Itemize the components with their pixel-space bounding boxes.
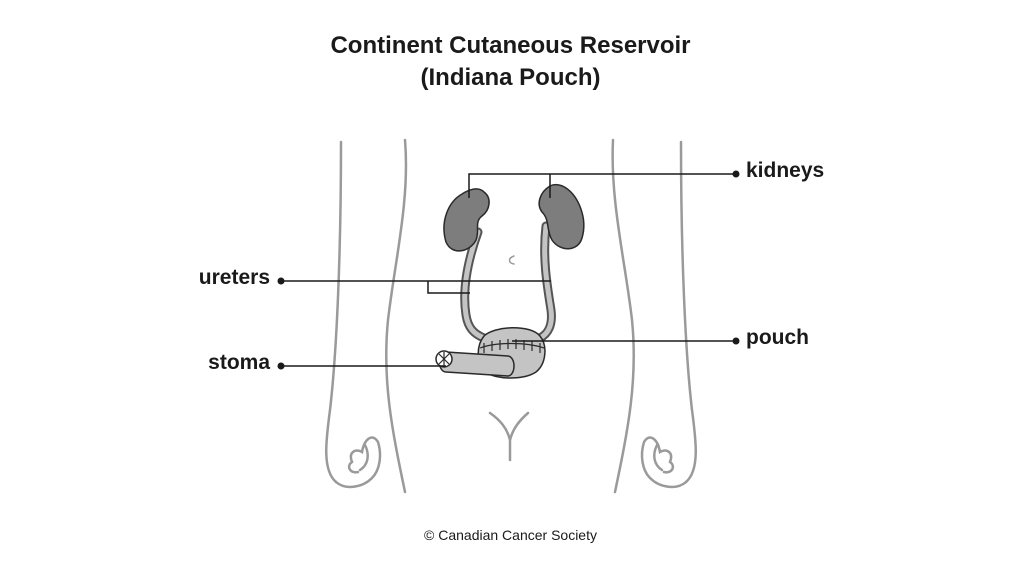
kidneys-leader: [468, 173, 736, 198]
kidneys-leader-dot: [732, 170, 740, 178]
right-arm-outer: [679, 140, 698, 484]
pouch-and-stoma: [435, 327, 546, 379]
right-hand: [640, 436, 688, 489]
suture-line: [479, 342, 545, 349]
left-kidney: [443, 188, 490, 252]
label-stoma: stoma: [208, 351, 270, 374]
label-ureters: ureters: [198, 266, 270, 289]
leader-lines: [281, 173, 736, 367]
label-kidneys: kidneys: [746, 159, 825, 182]
left-arm-outer: [324, 140, 343, 484]
body-outline: [324, 138, 698, 494]
ureters-leader-dot: [277, 277, 285, 285]
diagram-title-line1: Continent Cutaneous Reservoir: [330, 32, 691, 59]
navel: [508, 255, 515, 265]
right-kidney: [538, 183, 585, 250]
right-torso-edge: [611, 138, 636, 494]
copyright-credit: © Canadian Cancer Society: [424, 527, 597, 543]
left-hand: [334, 436, 382, 489]
kidneys: [443, 183, 585, 252]
pouch-leader-dot: [732, 337, 740, 345]
left-torso-edge: [384, 138, 408, 494]
stoma-leader-dot: [277, 362, 285, 370]
ureters-leader: [281, 280, 551, 294]
groin-line: [488, 411, 530, 441]
label-pouch: pouch: [746, 326, 809, 349]
ureters: [460, 221, 556, 343]
stoma-mark: [438, 352, 450, 366]
diagram-title-line2: (Indiana Pouch): [420, 64, 601, 91]
leader-dots: [277, 170, 740, 370]
